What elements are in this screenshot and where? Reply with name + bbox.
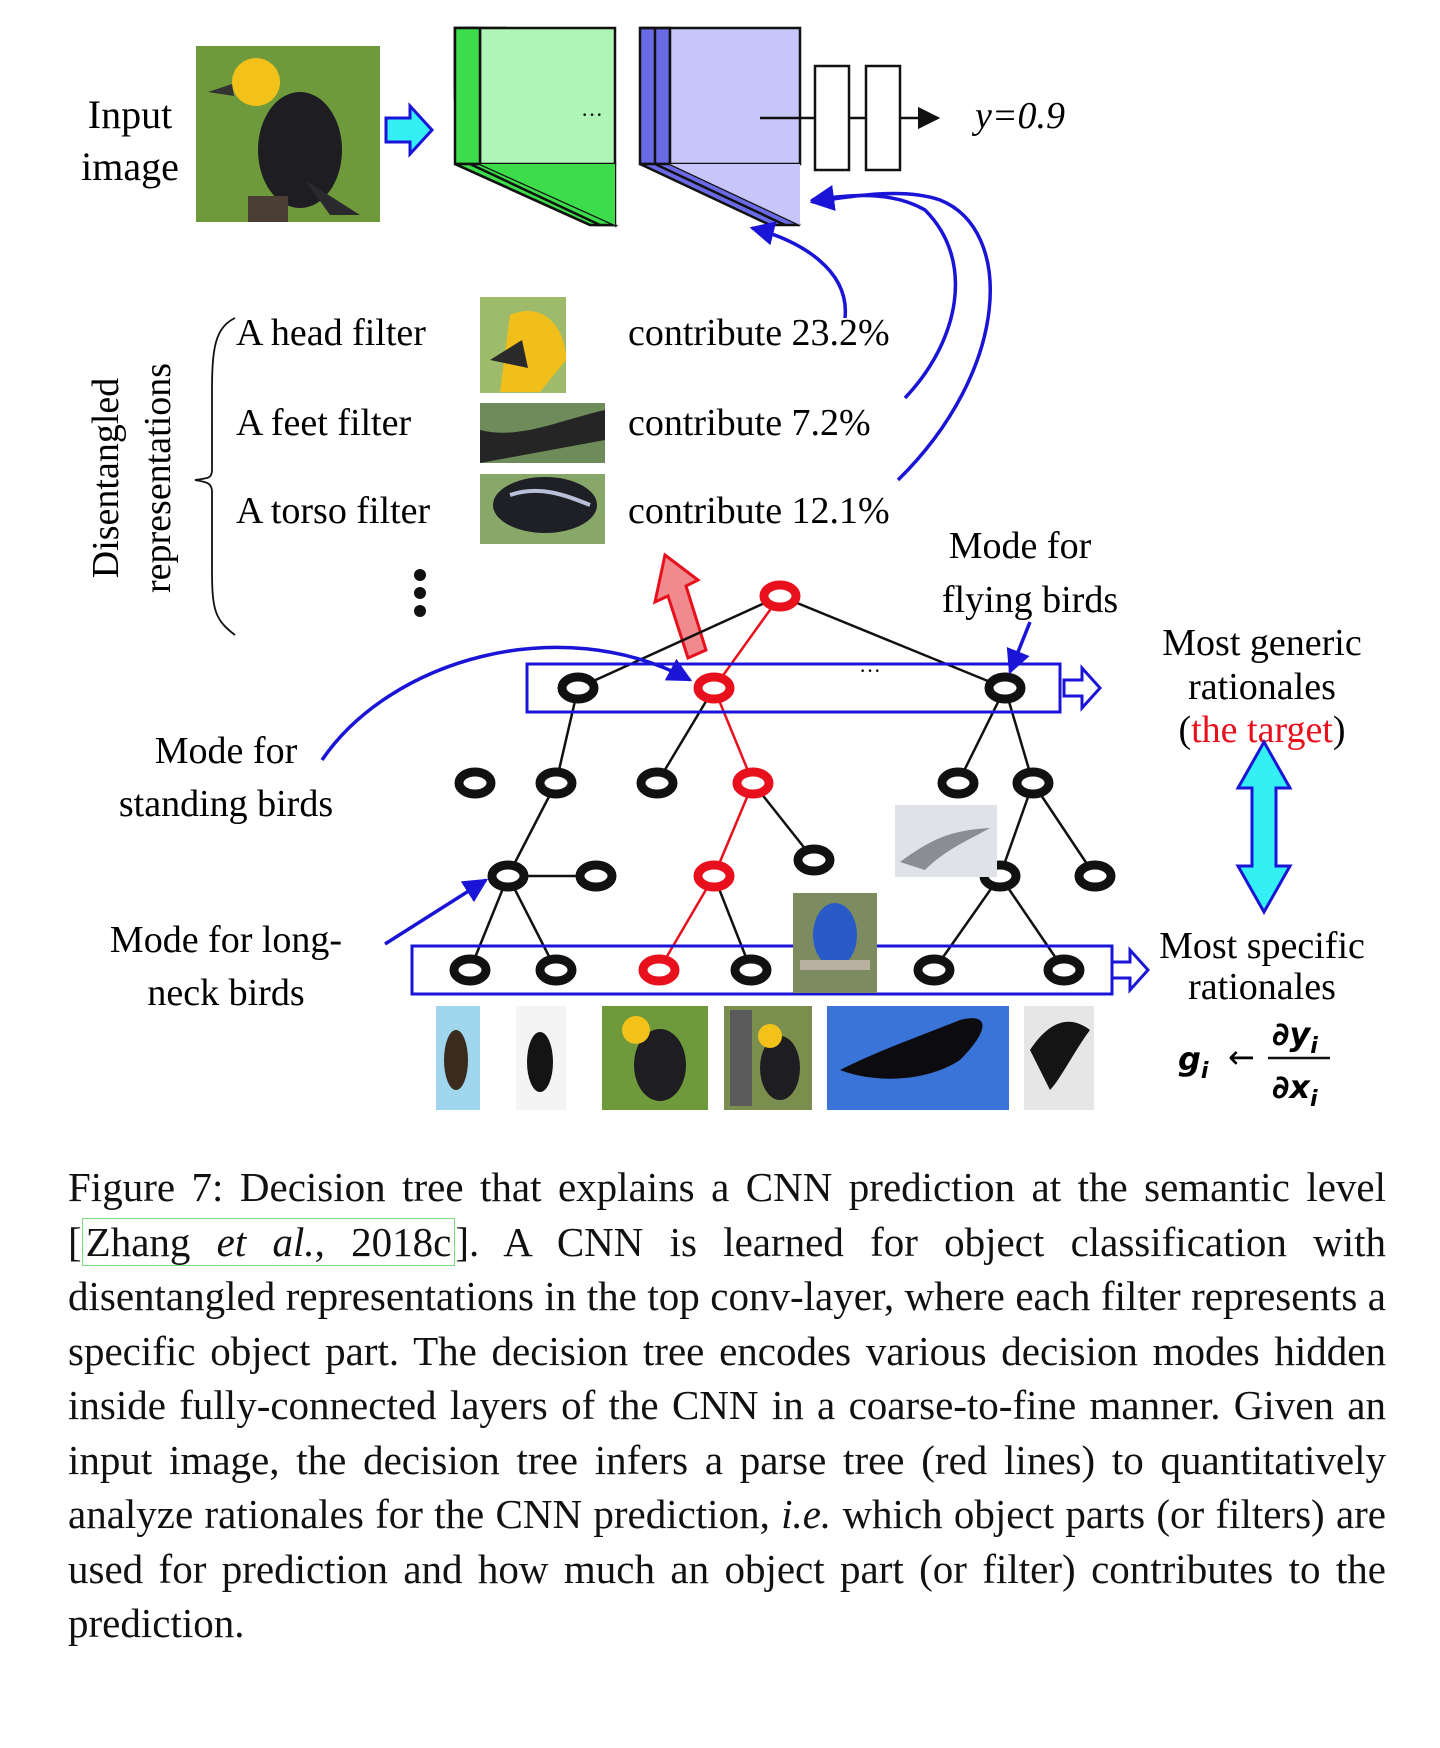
- vertical-ellipsis: [414, 569, 426, 617]
- figure-label: Figure 7:: [68, 1164, 224, 1210]
- side-label: Disentangled representations: [85, 363, 179, 593]
- caption-text-1: Decision tree that explains a CNN predic…: [223, 1164, 1387, 1210]
- svg-text:Most generic: Most generic: [1162, 622, 1361, 664]
- curly-brace: [194, 317, 236, 636]
- output-prediction: y=0.9: [971, 95, 1065, 137]
- mode-flying-label: Mode for flying birds: [942, 525, 1118, 621]
- arrow-right-icon: [384, 102, 435, 158]
- conv-block-purple: [638, 26, 802, 227]
- caption-ie: i.e.: [781, 1491, 832, 1537]
- mode-standing-label: Mode for standing birds: [119, 730, 333, 825]
- bird-photo-yellowhead-2: [724, 1006, 812, 1110]
- svg-text:Disentangled: Disentangled: [85, 378, 127, 579]
- svg-text:rationales: rationales: [1188, 966, 1336, 1008]
- svg-text:gi: gi: [1178, 1040, 1209, 1084]
- tree-edges-red: [657, 595, 782, 971]
- bird-photo-fulmar: [895, 805, 997, 877]
- svg-text:A feet filter: A feet filter: [236, 402, 411, 444]
- svg-text:standing birds: standing birds: [119, 783, 333, 825]
- bird-photo-bunting: [793, 893, 877, 993]
- mode-flying-pointer: [1006, 621, 1032, 675]
- svg-text:representations: representations: [137, 363, 179, 593]
- contribution-arrows: [749, 184, 992, 482]
- tree-ellipsis: ···: [859, 658, 881, 683]
- svg-text:contribute 12.1%: contribute 12.1%: [628, 490, 890, 532]
- svg-text:A torso filter: A torso filter: [236, 490, 431, 532]
- filter-labels: A head filter A feet filter A torso filt…: [236, 312, 431, 532]
- bird-photo-yellowhead-1: [602, 1006, 708, 1110]
- svg-text:flying birds: flying birds: [942, 579, 1118, 621]
- mode-longneck-label: Mode for long- neck birds: [110, 919, 342, 1014]
- svg-text:neck birds: neck birds: [147, 972, 304, 1014]
- svg-text:Mode for: Mode for: [949, 525, 1092, 567]
- red-up-arrow: [652, 552, 708, 661]
- tree-edges-black: [468, 594, 1097, 971]
- bird-photo-blackbird-1: [516, 1006, 566, 1110]
- double-arrow-icon: [1235, 738, 1293, 916]
- svg-text:Most specific: Most specific: [1159, 925, 1365, 967]
- figure-caption: Figure 7: Decision tree that explains a …: [68, 1164, 1387, 1646]
- svg-text:←: ←: [1228, 1038, 1255, 1076]
- filter-contributions: contribute 23.2% contribute 7.2% contrib…: [628, 312, 890, 532]
- svg-text:rationales: rationales: [1188, 666, 1336, 708]
- generic-rationales-label: Most generic rationales (the target): [1162, 622, 1361, 751]
- svg-text:Input: Input: [88, 92, 172, 137]
- bird-photo-cormorant: [436, 1006, 480, 1110]
- input-bird-photo: [196, 46, 380, 222]
- tree-bird-photos: [436, 805, 1094, 1110]
- svg-text:∂xi: ∂xi: [1272, 1068, 1318, 1112]
- citation-link[interactable]: Zhang et al., 2018c: [81, 1217, 456, 1266]
- hollow-arrows: [1062, 664, 1151, 994]
- svg-text:∂yi: ∂yi: [1272, 1015, 1318, 1059]
- svg-text:Mode for: Mode for: [155, 730, 298, 772]
- specific-rationales-label: Most specific rationales: [1159, 925, 1365, 1008]
- svg-text:A head filter: A head filter: [236, 312, 426, 354]
- tree-nodes-black: [449, 672, 1116, 986]
- svg-text:image: image: [81, 144, 179, 189]
- input-label: Input image: [81, 92, 179, 189]
- fc-layers: [760, 64, 941, 172]
- mode-boxes: [410, 662, 1114, 996]
- tree-nodes-red: [638, 580, 801, 986]
- filter-patches: [480, 297, 605, 544]
- mode-longneck-pointer: [384, 878, 489, 946]
- svg-text:contribute 23.2%: contribute 23.2%: [628, 312, 890, 354]
- caption-text-3: which object parts (or filters) are used…: [68, 1491, 1386, 1646]
- conv-ellipsis: ···: [581, 102, 603, 127]
- gradient-formula: gi ← ∂yi ∂xi: [1178, 1015, 1330, 1112]
- bird-photo-raven: [1024, 1006, 1094, 1110]
- svg-text:Mode for long-: Mode for long-: [110, 919, 342, 961]
- mode-standing-pointer: [320, 645, 693, 761]
- caption-text-2: . A CNN is learned for object classifica…: [68, 1218, 1387, 1538]
- conv-block-green: [453, 26, 619, 228]
- svg-text:contribute 7.2%: contribute 7.2%: [628, 402, 871, 444]
- decision-tree-figure: Input image ···: [81, 26, 1365, 1112]
- bird-photo-crow: [827, 1006, 1009, 1110]
